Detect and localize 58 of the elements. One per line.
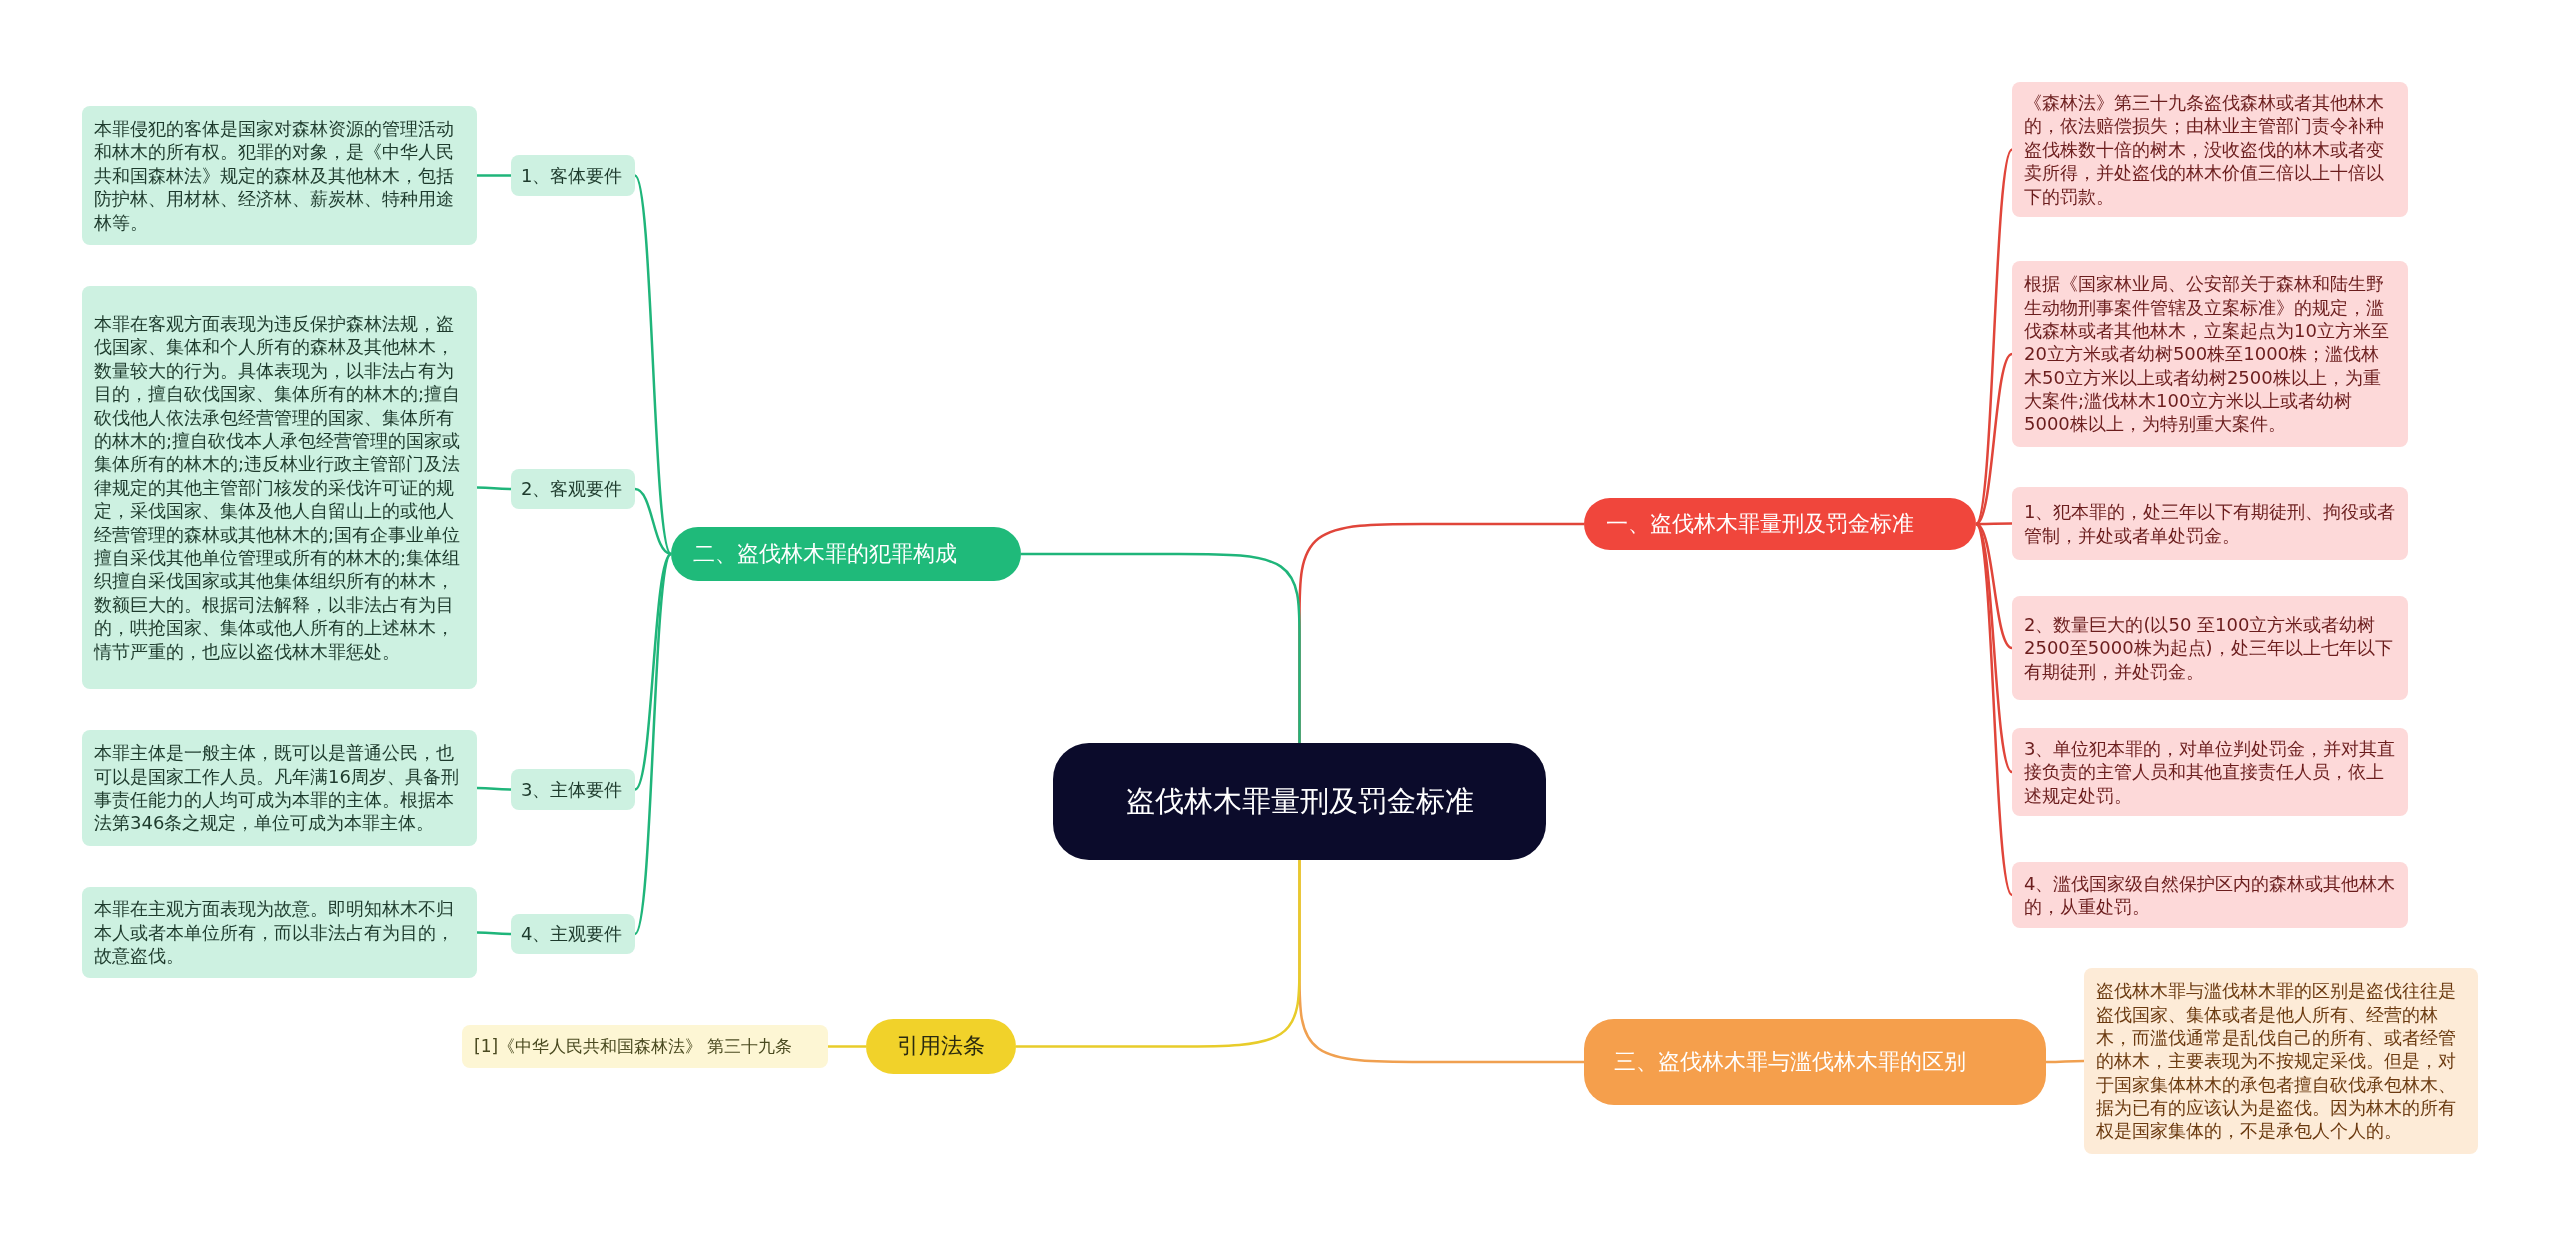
- note-text: 本罪侵犯的客体是国家对森林资源的管理活动和林木的所有权。犯罪的对象，是《中华人民共和国森林法》规定的森林及其他林木，包括防护林、用材林、经济林、薪炭林、特种用途林等。: [94, 117, 455, 234]
- branch-topic: [1584, 498, 1976, 550]
- note-card: [82, 730, 477, 846]
- branch-line: [477, 931, 511, 936]
- topic-text: 二、盗伐林木罪的犯罪构成: [693, 539, 958, 568]
- note-card: [82, 106, 477, 245]
- note-card: [2012, 487, 2408, 560]
- topic-text: 三、盗伐林木罪与滥伐林木罪的区别: [1614, 1047, 1967, 1076]
- branch-line: [477, 786, 511, 791]
- branch-topic: [866, 1019, 1016, 1074]
- branch-line: [2046, 1059, 2084, 1064]
- note-card: [2084, 968, 2478, 1154]
- note-card: [82, 286, 477, 689]
- branch-line: [477, 174, 511, 177]
- topic-text: 引用法条: [896, 1032, 986, 1061]
- branch-topic: [1584, 1019, 2046, 1105]
- branch-line: [634, 487, 672, 556]
- topic-text: 2、客观要件: [521, 477, 624, 501]
- note-card: [2012, 261, 2408, 447]
- subtopic-tag: [511, 914, 635, 954]
- central-topic: [1053, 743, 1546, 860]
- branch-line: [1974, 523, 2014, 896]
- note-text: 《森林法》第三十九条盗伐森林或者其他林木的，依法赔偿损失；由林业主管部门责令补种盗伐株数十倍的树木，没收盗伐的林木或者变卖所得，并处盗伐的林木价值三倍以上十倍以下的罚款。: [2024, 91, 2385, 208]
- note-card: [82, 887, 477, 978]
- branch-line: [633, 553, 673, 935]
- branch-line: [1016, 860, 1301, 1048]
- subtopic-tag: [511, 769, 635, 810]
- branch-line: [1975, 353, 2013, 525]
- branch-line: [633, 174, 673, 555]
- branch-line: [1975, 523, 2013, 773]
- branch-line: [1976, 522, 2012, 526]
- note-text: 4、滥伐国家级自然保护区内的森林或其他林木的，从重处罚。: [2024, 871, 2396, 919]
- note-text: 2、数量巨大的(以50 至100立方米或者幼树2500至5000株为起点)，处三年以上七年以下有期徒刑，并处罚金。: [2024, 612, 2394, 684]
- topic-text: 盗伐林木罪量刑及罚金标准: [1124, 782, 1475, 820]
- topic-text: 4、主观要件: [521, 922, 624, 946]
- note-text: 本罪在客观方面表现为违反保护森林法规，盗伐国家、集体和个人所有的森林及其他林木，数量较大的行为。具体表现为，以非法占有为目的，擅自砍伐国家、集体所有的林木的;擅自砍伐他人依法承包经营管理的国家、集体所有的林木的;擅自砍伐本人承包经营管理的国家或集体所有的林木的;违反林业行政主管部门及法律规定的其他主管部门核发的采伐许可证的规定，采伐国家、集体及他人自留山上的或他人经营管理的森林或其他林木的;国有企事业单位擅自采伐其他单位管理或所有的林木的;集体组织擅自采伐国家或其他集体组织所有的林木，数额巨大的。根据司法解释，以非法占有为目的，哄抢国家、集体或他人所有的上述林木，情节严重的，也应以盗伐林木罪惩处。: [94, 312, 462, 663]
- note-text: 3、单位犯本罪的，对单位判处罚金，并对其直接负责的主管人员和其他直接责任人员，依上述规定处罚。: [2024, 736, 2396, 808]
- note-text: [1]《中华人民共和国森林法》 第三十九条: [474, 1035, 794, 1058]
- note-card: [2012, 728, 2408, 816]
- branch-line: [1974, 148, 2014, 525]
- subtopic-tag: [511, 469, 635, 509]
- note-text: 本罪在主观方面表现为故意。即明知林木不归本人或者本单位所有，而以非法占有为目的，故意盗伐。: [94, 897, 455, 968]
- note-card: [2012, 82, 2408, 217]
- note-card: [2012, 862, 2408, 928]
- topic-text: 一、盗伐林木罪量刑及罚金标准: [1606, 509, 1915, 538]
- topic-text: 3、主体要件: [521, 777, 624, 802]
- note-card: [462, 1025, 828, 1068]
- note-text: 本罪主体是一般主体，既可以是普通公民，也可以是国家工作人员。凡年满16周岁、具备刑事责任能力的人均可成为本罪的主体。根据本法第346条之规定，单位可成为本罪主体。: [94, 741, 460, 835]
- note-text: 1、犯本罪的，处三年以下有期徒刑、拘役或者管制，并处或者单处罚金。: [2024, 500, 2396, 547]
- note-text: 盗伐林木罪与滥伐林木罪的区别是盗伐往往是盗伐国家、集体或者是他人所有、经营的林木，而滥伐通常是乱伐自己的所有、或者经管的林木，主要表现为不按规定采伐。但是，对于国家集体林木的承包者擅自砍伐承包林木、据为已有的应该认为是盗伐。因为林木的所有权是国家集体的，不是承包人个人的。: [2096, 979, 2457, 1143]
- branch-line: [634, 553, 672, 791]
- branch-line: [1021, 552, 1301, 743]
- branch-line: [477, 486, 511, 491]
- note-text: 根据《国家林业局、公安部关于森林和陆生野生动物刑事案件管辖及立案标准》的规定，滥伐森林或者其他林木，立案起点为10立方米至20立方米或者幼树500株至1000株；滥伐林木50立方米以上或者幼树2500株以上，为重大案件;滥伐林木100立方米以上或者幼树5000株以上，为特别重大案件。: [2024, 272, 2390, 436]
- branch-topic: [671, 527, 1021, 581]
- note-card: [2012, 596, 2408, 700]
- topic-text: 1、客体要件: [521, 163, 624, 188]
- subtopic-tag: [511, 155, 635, 196]
